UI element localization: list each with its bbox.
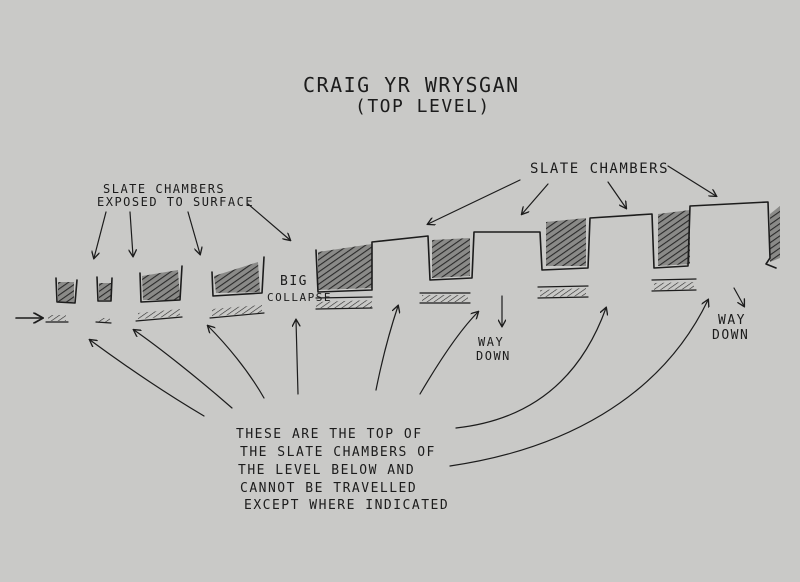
label-way-down-1b: DOWN (476, 349, 511, 363)
note-arrows (90, 300, 708, 467)
chambers-label-arrows (428, 165, 716, 224)
note-line-1: THESE ARE THE TOP OF (236, 427, 423, 442)
lower-chamber-tops (45, 278, 697, 324)
label-way-down-2b: DOWN (712, 328, 749, 343)
label-big-collapse-1: BIG (280, 274, 308, 289)
note-line-2: THE SLATE CHAMBERS OF (240, 445, 436, 460)
label-exposed-surface: EXPOSED TO SURFACE (97, 195, 254, 209)
note-line-4: CANNOT BE TRAVELLED (240, 481, 417, 496)
label-exposed-chambers: SLATE CHAMBERS (103, 182, 225, 196)
exposed-chambers (55, 256, 265, 304)
label-way-down-2a: WAY (718, 313, 746, 328)
main-level-profile (315, 201, 780, 293)
exposed-label-arrows (94, 203, 290, 258)
label-slate-chambers: SLATE CHAMBERS (530, 161, 669, 177)
way-down-arrow-2 (733, 287, 744, 306)
diagram-title: CRAIG YR WRYSGAN (303, 73, 520, 97)
note-line-3: THE LEVEL BELOW AND (238, 463, 415, 478)
label-big-collapse-2: COLLAPSE (267, 291, 332, 304)
note-line-5: EXCEPT WHERE INDICATED (244, 498, 449, 513)
diagram-subtitle: (TOP LEVEL) (355, 96, 491, 117)
label-way-down-1a: WAY (478, 335, 504, 349)
